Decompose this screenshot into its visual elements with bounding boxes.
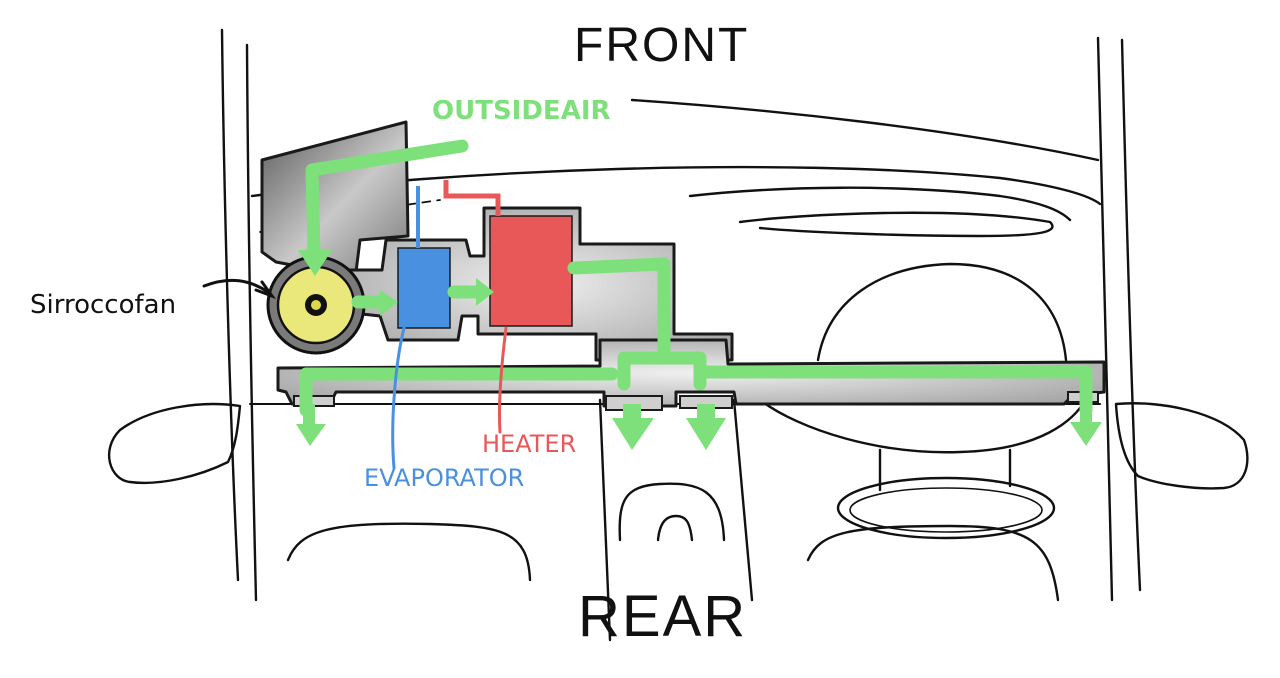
dash-hood-curve <box>688 186 1072 222</box>
airflow-duct-right <box>693 365 1093 417</box>
evaporator-leader-line <box>391 326 406 470</box>
left-a-pillar <box>220 28 240 582</box>
airflow-intake <box>305 139 469 259</box>
left-a-pillar-inner <box>245 43 258 602</box>
leader-lines <box>202 278 508 470</box>
fan-leader-arrow <box>254 280 277 300</box>
airflow-arrow-icon <box>612 418 654 450</box>
outside-air-label: OUTSIDEAIR <box>432 96 611 126</box>
right-a-pillar-inner <box>1120 38 1142 592</box>
steering-wheel-hub <box>836 476 1056 540</box>
heater-leader-line <box>497 326 508 434</box>
fan-leader-line <box>202 278 270 294</box>
airflow-arrow-icon <box>298 250 332 276</box>
heater-label: HEATER <box>482 430 577 458</box>
sirrocco-fan <box>266 255 366 355</box>
airflow-arrow-icon <box>1070 422 1102 446</box>
steering-column <box>878 448 1012 492</box>
airflow-arrow-icon <box>686 418 726 450</box>
airflow-paths <box>299 139 1093 417</box>
evaporator-label: EVAPORATOR <box>364 464 525 492</box>
shifter-box <box>618 482 726 542</box>
center-console-right <box>732 398 754 602</box>
heater-block <box>489 215 573 327</box>
left-mirror <box>108 402 242 485</box>
evaporator-block <box>397 247 451 329</box>
heater-pipe <box>443 180 501 216</box>
sirrocco-fan-label: Sirroccofan <box>30 290 177 320</box>
center-console-left <box>598 398 612 642</box>
airflow-arrow-icon <box>476 278 494 306</box>
steering-wheel-lower <box>758 398 1087 454</box>
front-label: FRONT <box>574 19 750 72</box>
airflow-arrow-icon <box>296 424 326 446</box>
airflow-arrow-icon <box>380 290 398 316</box>
dash-vent-strip <box>738 211 1054 238</box>
steering-wheel-hub-inner <box>849 487 1043 533</box>
airflow-duct-left <box>299 367 619 417</box>
airflow-arrow-icons <box>296 250 1102 450</box>
rear-label: REAR <box>578 584 748 649</box>
steering-hood <box>816 262 1068 362</box>
right-seat-top <box>806 524 1060 602</box>
shifter-knob <box>656 514 694 542</box>
left-seat-top <box>286 522 532 582</box>
right-a-pillar <box>1096 36 1114 602</box>
windshield-lower-edge <box>630 98 1100 162</box>
right-mirror <box>1114 402 1249 490</box>
